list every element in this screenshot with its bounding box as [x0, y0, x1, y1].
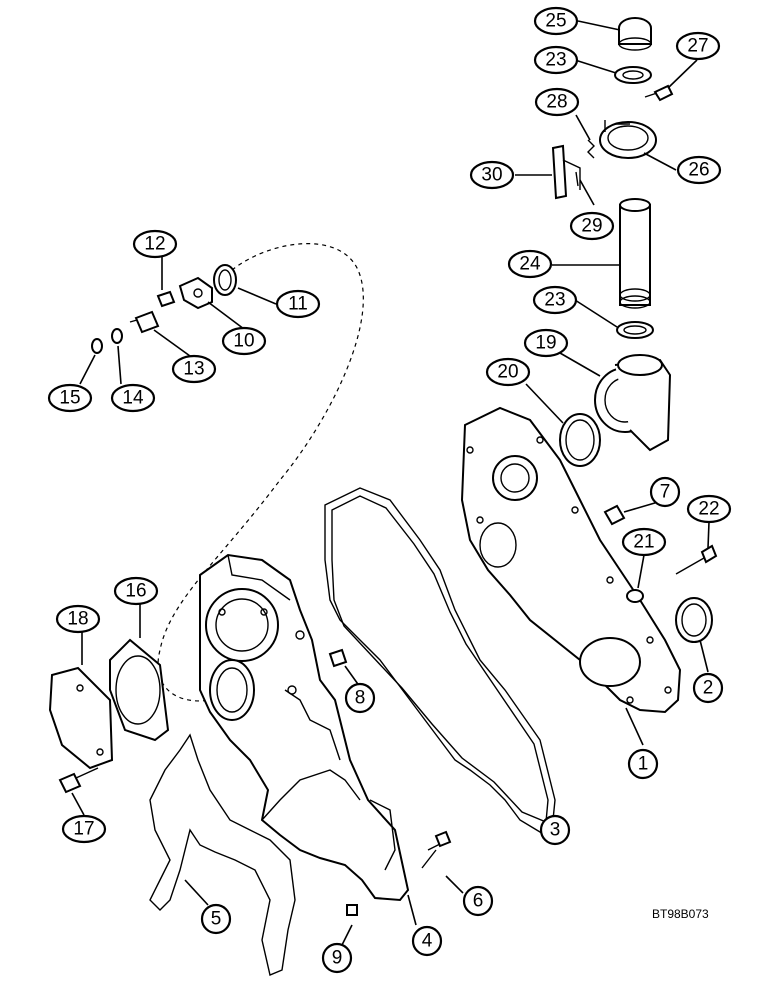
filler-neck-housing	[594, 354, 672, 452]
callout-1-label: 1	[638, 754, 649, 775]
filler-cap	[618, 17, 652, 51]
callout-11: 11	[275, 289, 321, 319]
callout-20-label: 20	[497, 362, 518, 383]
callout-13-label: 13	[183, 359, 204, 380]
callout-3-label: 3	[550, 820, 561, 841]
callout-27: 27	[675, 31, 721, 61]
callout-13: 13	[171, 354, 217, 384]
callout-23-lower-label: 23	[544, 290, 565, 311]
callout-14: 14	[110, 383, 156, 413]
washer-15	[91, 338, 103, 354]
callout-9: 9	[321, 942, 353, 974]
callout-2: 2	[692, 672, 724, 704]
callout-10: 10	[221, 326, 267, 356]
seal-23-lower	[616, 321, 654, 339]
callout-6: 6	[462, 885, 494, 917]
bolt-7	[603, 504, 626, 526]
figure-code: BT98B073	[652, 907, 709, 921]
callout-17: 17	[61, 814, 107, 844]
callout-16: 16	[113, 576, 159, 606]
callout-3: 3	[539, 814, 571, 846]
cover-gasket	[324, 487, 556, 836]
callout-10-label: 10	[233, 331, 254, 352]
washer-14	[111, 328, 123, 344]
callout-26-label: 26	[688, 160, 709, 181]
bracket-30	[551, 144, 581, 200]
callout-29: 29	[569, 211, 615, 241]
filler-tube	[619, 198, 651, 309]
callout-25-label: 25	[545, 11, 566, 32]
callout-28-label: 28	[546, 92, 567, 113]
strap-clamp	[599, 120, 657, 159]
callout-30-label: 30	[481, 165, 502, 186]
callout-19-label: 19	[535, 333, 556, 354]
front-cover-housing	[199, 553, 410, 902]
dowel-pin-9	[346, 904, 358, 916]
callout-30: 30	[469, 160, 515, 190]
spring-28	[587, 139, 595, 159]
bolt-22	[675, 544, 718, 575]
seal-23-upper	[614, 66, 652, 84]
callout-26: 26	[676, 155, 722, 185]
bolt-8	[328, 648, 348, 668]
timing-cover-plate	[460, 406, 682, 714]
dashed-routing-line	[157, 243, 364, 702]
callout-9-label: 9	[332, 948, 343, 969]
callout-28: 28	[534, 87, 580, 117]
callout-4-label: 4	[422, 931, 433, 952]
callout-5: 5	[200, 903, 232, 935]
plug-12	[156, 290, 176, 308]
screw-27	[644, 84, 674, 102]
callout-21: 21	[621, 527, 667, 557]
callout-12: 12	[132, 229, 178, 259]
lower-gasket-5	[149, 733, 296, 976]
bolt-6	[421, 830, 452, 869]
callout-27-label: 27	[687, 36, 708, 57]
callout-11-label: 11	[288, 294, 308, 315]
callout-22: 22	[686, 494, 732, 524]
gasket-16	[109, 638, 170, 742]
callout-4: 4	[411, 925, 443, 957]
plug-21	[626, 589, 644, 603]
callout-17-label: 17	[73, 819, 94, 840]
fitting-13	[129, 310, 160, 334]
callout-16-label: 16	[125, 581, 146, 602]
callout-24-label: 24	[519, 254, 541, 275]
callout-18-label: 18	[67, 609, 88, 630]
callout-21-label: 21	[633, 532, 654, 553]
cover-plate-18	[48, 666, 114, 770]
callout-18: 18	[55, 604, 101, 634]
callout-25: 25	[533, 6, 579, 36]
adapter-10	[178, 276, 213, 310]
callout-20: 20	[485, 357, 531, 387]
callout-23-lower: 23	[532, 285, 578, 315]
callout-8: 8	[344, 682, 376, 714]
leader-lines	[71, 20, 710, 956]
callout-15-label: 15	[59, 388, 80, 409]
callout-23-upper-label: 23	[545, 50, 566, 71]
callout-29-label: 29	[581, 216, 602, 237]
callout-8-label: 8	[355, 688, 366, 709]
callout-22-label: 22	[698, 499, 719, 520]
callout-19: 19	[523, 328, 569, 358]
callout-23-upper: 23	[533, 45, 579, 75]
seal-2	[675, 597, 713, 643]
callout-15: 15	[47, 383, 93, 413]
callout-7-label: 7	[660, 482, 671, 503]
pin-29	[575, 171, 579, 187]
callout-1: 1	[627, 748, 659, 780]
callout-24: 24	[507, 249, 553, 279]
callout-5-label: 5	[211, 909, 222, 930]
rubber-seal-11	[213, 264, 237, 296]
callout-12-label: 12	[144, 234, 165, 255]
callout-6-label: 6	[473, 891, 484, 912]
callout-2-label: 2	[703, 678, 714, 699]
callout-14-label: 14	[122, 388, 144, 409]
callout-7: 7	[649, 476, 681, 508]
bolt-17	[58, 767, 99, 794]
